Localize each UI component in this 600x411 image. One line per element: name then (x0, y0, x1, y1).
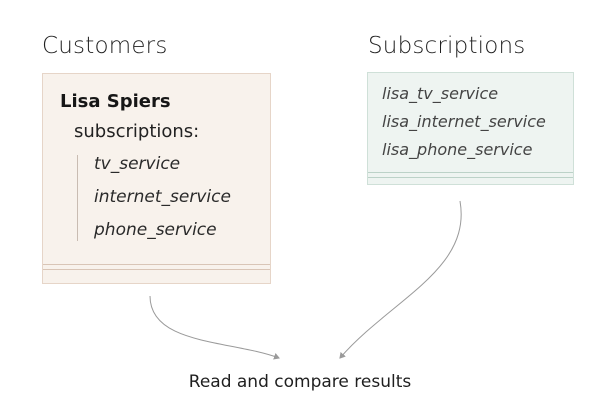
services-bracket (77, 155, 78, 241)
subscription-item-tv: lisa_tv_service (382, 84, 499, 103)
card-divider (43, 264, 270, 265)
subscriptions-card: lisa_tv_service lisa_internet_service li… (367, 72, 574, 185)
service-item-phone: phone_service (94, 220, 217, 240)
arrow-customers-to-result (149, 295, 280, 360)
result-caption: Read and compare results (188, 372, 412, 392)
customers-card: Lisa Spiers subscriptions: tv_service in… (42, 73, 271, 284)
customers-heading: Customers (42, 33, 168, 59)
card-divider (368, 172, 573, 173)
arrow-subscriptions-to-result (339, 200, 462, 359)
subscriptions-label: subscriptions: (74, 121, 200, 142)
service-item-tv: tv_service (94, 154, 181, 174)
subscription-item-internet: lisa_internet_service (382, 112, 546, 131)
customer-name: Lisa Spiers (60, 91, 171, 112)
subscription-item-phone: lisa_phone_service (382, 140, 533, 159)
card-divider (43, 269, 270, 270)
service-item-internet: internet_service (94, 187, 231, 207)
card-divider (368, 177, 573, 178)
subscriptions-heading: Subscriptions (368, 33, 526, 59)
